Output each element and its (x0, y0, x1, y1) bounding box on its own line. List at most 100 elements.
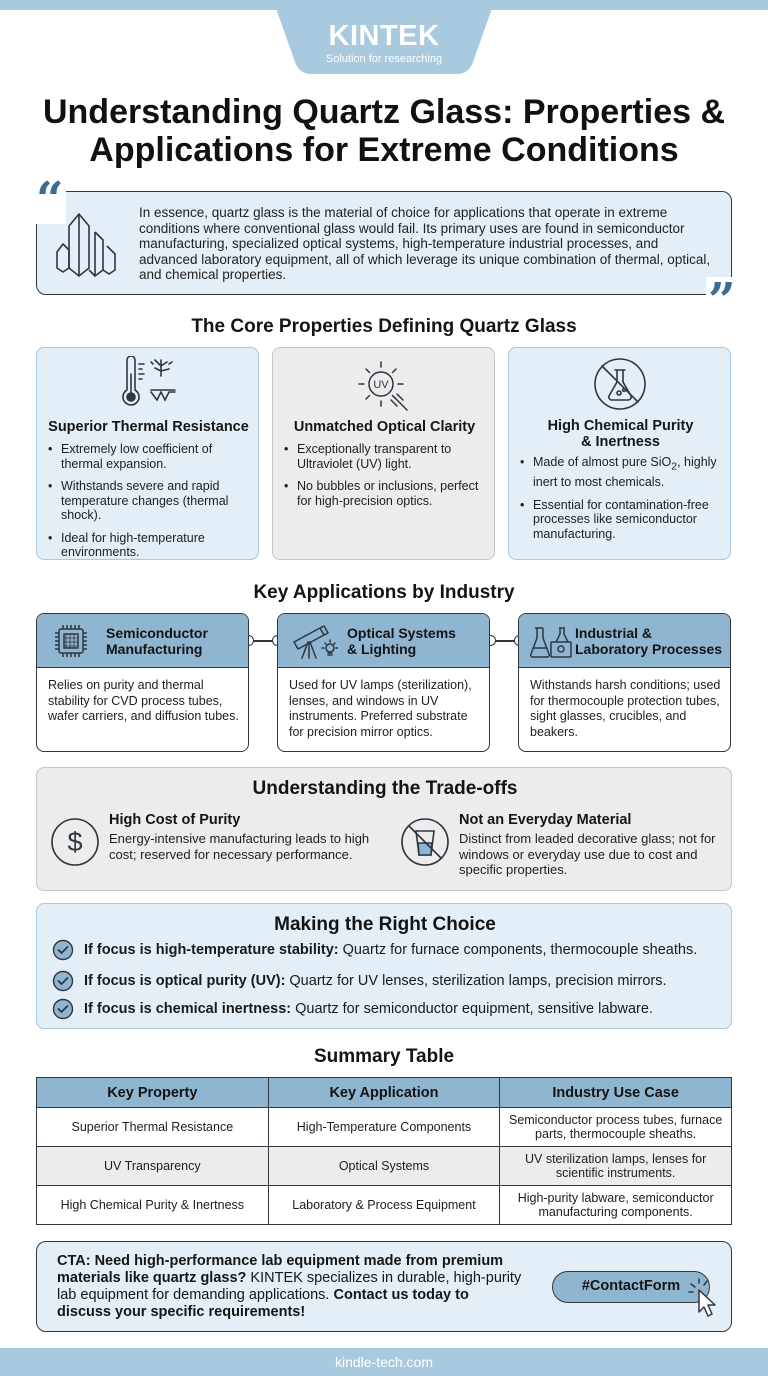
table-cell: Superior Thermal Resistance (36, 1107, 269, 1147)
table-header-row: Key Property Key Application Industry Us… (36, 1077, 732, 1108)
tradeoff-body: Energy-intensive manufacturing leads to … (109, 831, 370, 862)
table-cell: UV sterilization lamps, lenses for scien… (499, 1146, 732, 1186)
choice-label: If focus is high-temperature stability: (84, 942, 339, 958)
property-bullet: No bubbles or inclusions, perfect for hi… (284, 479, 489, 508)
property-bullets: Exceptionally transparent to Ultraviolet… (284, 442, 489, 516)
choice-label: If focus is optical purity (UV): (84, 973, 286, 989)
cta-box: CTA: Need high-performance lab equipment… (36, 1241, 732, 1332)
microchip-icon (51, 624, 91, 663)
applications-title: Key Applications by Industry (253, 582, 515, 603)
cta-text: CTA: Need high-performance lab equipment… (57, 1253, 525, 1321)
property-card-optical: UV Unmatched Optical Clarity Exceptional… (272, 347, 495, 560)
application-card-industrial: Industrial & Laboratory Processes Withst… (518, 613, 731, 752)
application-body: Withstands harsh conditions; used for th… (530, 678, 721, 739)
property-card-chemical: High Chemical Purity & Inertness Made of… (508, 347, 731, 560)
tradeoffs-title: Understanding the Trade-offs (252, 778, 518, 799)
logo-tab: KINTEK Solution for researching (273, 0, 495, 74)
application-card-optical: Optical Systems & Lighting Used for UV l… (277, 613, 490, 752)
uv-light-icon: UV (273, 356, 494, 414)
thermometer-icon (37, 356, 258, 412)
uv-label: UV (373, 379, 389, 391)
property-card-thermal: Superior Thermal Resistance Extremely lo… (36, 347, 259, 560)
close-quote-icon: ” (706, 273, 738, 329)
choice-box: Making the Right Choice If focus is high… (36, 903, 732, 1029)
application-title-line2: Manufacturing (106, 641, 203, 657)
table-header: Key Application (267, 1077, 501, 1108)
cta-bold-text: CTA: Need high-performance lab equipment… (57, 1253, 504, 1286)
application-title-line2: Laboratory Processes (575, 641, 723, 657)
choice-text: Quartz for UV lenses, sterilization lamp… (289, 973, 667, 989)
property-bullet: Withstands severe and rapid temperature … (48, 479, 253, 523)
table-row: Superior Thermal Resistance High-Tempera… (36, 1107, 732, 1147)
tradeoffs-box: Understanding the Trade-offs $ High Cost… (36, 767, 732, 891)
bullet-text: , highly inert to most chemicals. (533, 455, 717, 489)
logo-tab-shape (273, 0, 495, 74)
property-title-line1: High Chemical Purity (547, 418, 694, 434)
property-title-line2: & Inertness (581, 434, 660, 450)
application-title-line1: Semiconductor (106, 625, 208, 641)
intro-box (36, 191, 732, 295)
property-bullets: Extremely low coefficient of thermal exp… (48, 442, 253, 568)
table-row: UV Transparency Optical Systems UV steri… (36, 1146, 732, 1186)
no-chemical-flask-icon (509, 356, 730, 414)
telescope-icon (290, 624, 339, 665)
table-cell: Optical Systems (267, 1146, 501, 1186)
property-bullet: Extremely low coefficient of thermal exp… (48, 442, 253, 471)
application-title-line1: Optical Systems (347, 625, 456, 641)
contact-form-button[interactable]: #ContactForm (552, 1271, 710, 1303)
choice-item: If focus is chemical inertness: Quartz f… (52, 998, 653, 1020)
cta-normal-text: KINTEK specializes in durable, high-puri… (57, 1270, 522, 1303)
tradeoff-body: Distinct from leaded decorative glass; n… (459, 831, 716, 877)
summary-title: Summary Table (313, 1046, 455, 1067)
application-card-semiconductor: Semiconductor Manufacturing Relies on pu… (36, 613, 249, 752)
property-bullet: Made of almost pure SiO2, highly inert t… (520, 455, 725, 490)
application-title: Industrial & Laboratory Processes (575, 625, 722, 657)
table-header: Key Property (36, 1077, 269, 1108)
check-circle-icon (52, 998, 74, 1020)
table-cell: High Chemical Purity & Inertness (36, 1185, 269, 1225)
application-title-line2: & Lighting (347, 641, 417, 657)
table-cell: UV Transparency (36, 1146, 269, 1186)
choice-item: If focus is high-temperature stability: … (52, 939, 697, 961)
application-title: Semiconductor Manufacturing (106, 625, 208, 657)
application-body: Used for UV lamps (sterilization), lense… (289, 678, 472, 739)
table-cell: Semiconductor process tubes, furnace par… (499, 1107, 732, 1147)
application-header: Semiconductor Manufacturing (37, 614, 248, 668)
cursor-click-icon (687, 1278, 721, 1323)
properties-title: The Core Properties Defining Quartz Glas… (191, 316, 577, 337)
choice-text: Quartz for furnace components, thermocou… (342, 942, 698, 958)
application-header: Industrial & Laboratory Processes (519, 614, 730, 668)
tradeoff-title: Not an Everyday Material (459, 812, 632, 828)
application-title: Optical Systems & Lighting (347, 625, 456, 657)
open-quote-icon: “ (34, 172, 66, 228)
property-bullet: Ideal for high-temperature environments. (48, 531, 253, 560)
application-body: Relies on purity and thermal stability f… (48, 678, 239, 723)
table-cell: Laboratory & Process Equipment (267, 1185, 501, 1225)
choice-text: Quartz for semiconductor equipment, sens… (295, 1001, 653, 1017)
table-row: High Chemical Purity & Inertness Laborat… (36, 1185, 732, 1225)
table-cell: High-Temperature Components (267, 1107, 501, 1147)
crystal-icon (55, 206, 121, 283)
subscript: 2 (671, 461, 678, 473)
brand-tagline: Solution for researching (325, 53, 443, 65)
footer-website: kindle-tech.com (0, 1348, 768, 1376)
no-glass-icon (399, 816, 451, 873)
svg-text:$: $ (67, 827, 82, 857)
dollar-icon: $ (49, 816, 101, 873)
intro-text: In essence, quartz glass is the material… (139, 205, 711, 282)
table-cell: High-purity labware, semiconductor manuf… (499, 1185, 732, 1225)
property-bullet: Essential for contamination-free process… (520, 498, 725, 542)
tradeoff-title: High Cost of Purity (109, 812, 241, 828)
connector-line (249, 640, 278, 642)
property-title: Superior Thermal Resistance (48, 419, 249, 435)
brand-name: KINTEK (328, 20, 440, 52)
application-title-line1: Industrial & (575, 625, 653, 641)
application-header: Optical Systems & Lighting (278, 614, 489, 668)
property-bullets: Made of almost pure SiO2, highly inert t… (520, 455, 725, 549)
check-circle-icon (52, 970, 74, 992)
property-title: High Chemical Purity & Inertness (515, 418, 726, 450)
choice-title: Making the Right Choice (274, 914, 496, 935)
check-circle-icon (52, 939, 74, 961)
property-bullet: Exceptionally transparent to Ultraviolet… (284, 442, 489, 471)
summary-table: Key Property Key Application Industry Us… (36, 1077, 732, 1225)
